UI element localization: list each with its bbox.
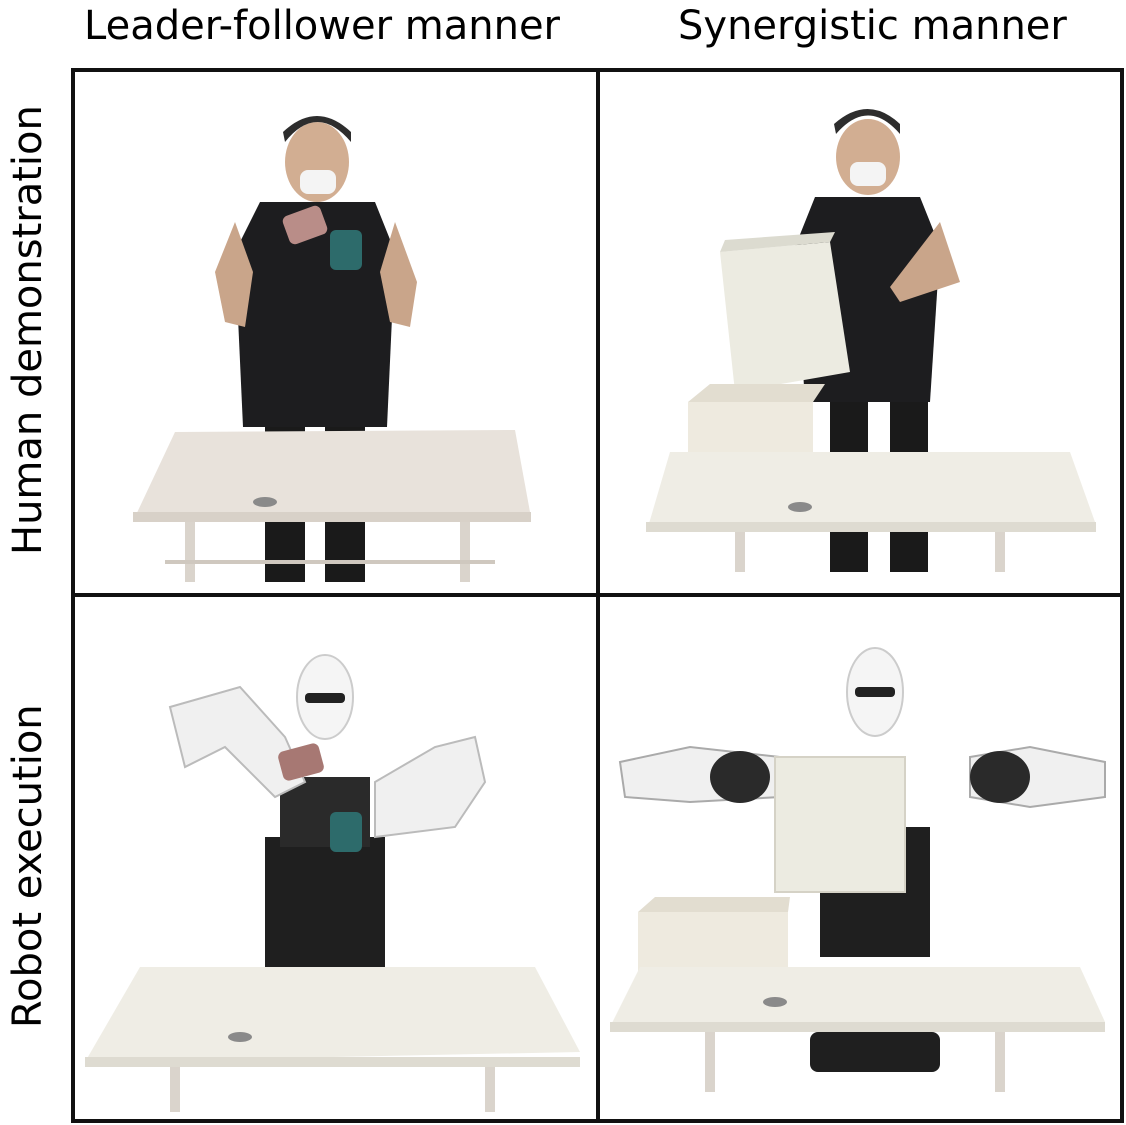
row-title-robot-execution: Robot execution bbox=[5, 704, 51, 1028]
panel-leader-follower-human bbox=[75, 72, 596, 593]
row-title-human-demonstration: Human demonstration bbox=[5, 105, 51, 555]
human-box-image bbox=[600, 72, 1120, 593]
column-title-leader-follower: Leader-follower manner bbox=[84, 3, 560, 49]
grid-horizontal-divider bbox=[71, 593, 1124, 597]
panel-synergistic-robot bbox=[600, 597, 1120, 1119]
column-title-synergistic: Synergistic manner bbox=[678, 3, 1067, 49]
panel-leader-follower-robot bbox=[75, 597, 596, 1119]
panel-synergistic-human bbox=[600, 72, 1120, 593]
robot-box-image bbox=[600, 597, 1120, 1119]
human-two-phones-image bbox=[75, 72, 596, 593]
robot-two-phones-image bbox=[75, 597, 596, 1119]
